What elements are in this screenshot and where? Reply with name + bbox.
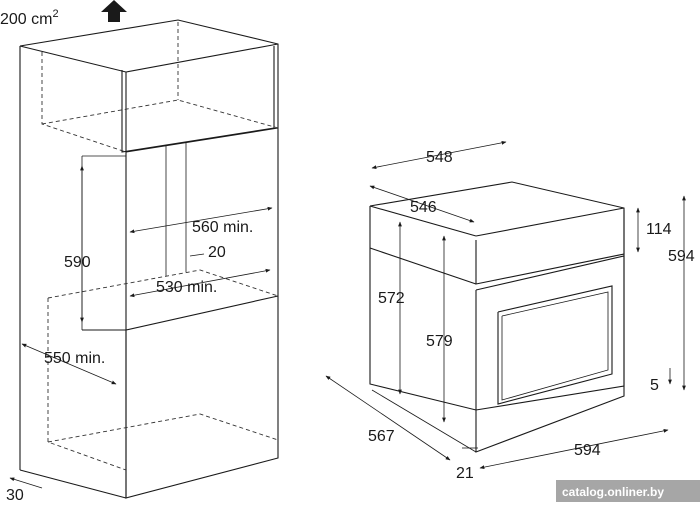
oven-drawing: 548 546 114 572 579 594 5 567 594 21 (325, 140, 695, 482)
side-offset-label: 30 (6, 487, 24, 504)
body-width-label: 546 (410, 199, 437, 216)
depth-label: 567 (368, 428, 395, 445)
cabinet-drawing: 200 cm2 590 560 min. 20 530 min. 550 min… (0, 0, 279, 504)
vent-arrow-icon (101, 0, 127, 22)
top-width-label: 548 (426, 149, 453, 166)
gap-label: 20 (208, 244, 226, 261)
watermark-bg (556, 480, 700, 502)
niche-width-label: 560 min. (192, 219, 253, 236)
niche-depth-label: 530 min. (156, 279, 217, 296)
body-height-label: 572 (378, 290, 405, 307)
bottom-gap-label: 5 (650, 377, 659, 394)
watermark: catalog.onliner.by (562, 485, 664, 499)
panel-height-label: 114 (646, 221, 672, 238)
total-height-label: 594 (668, 248, 695, 265)
front-width-label: 594 (574, 442, 601, 459)
niche-height-label: 590 (64, 254, 91, 271)
cabinet-depth-label: 550 min. (44, 350, 105, 367)
door-height-label: 579 (426, 333, 453, 350)
vent-area-label: 200 cm2 (0, 8, 59, 28)
door-thickness-label: 21 (456, 465, 474, 482)
